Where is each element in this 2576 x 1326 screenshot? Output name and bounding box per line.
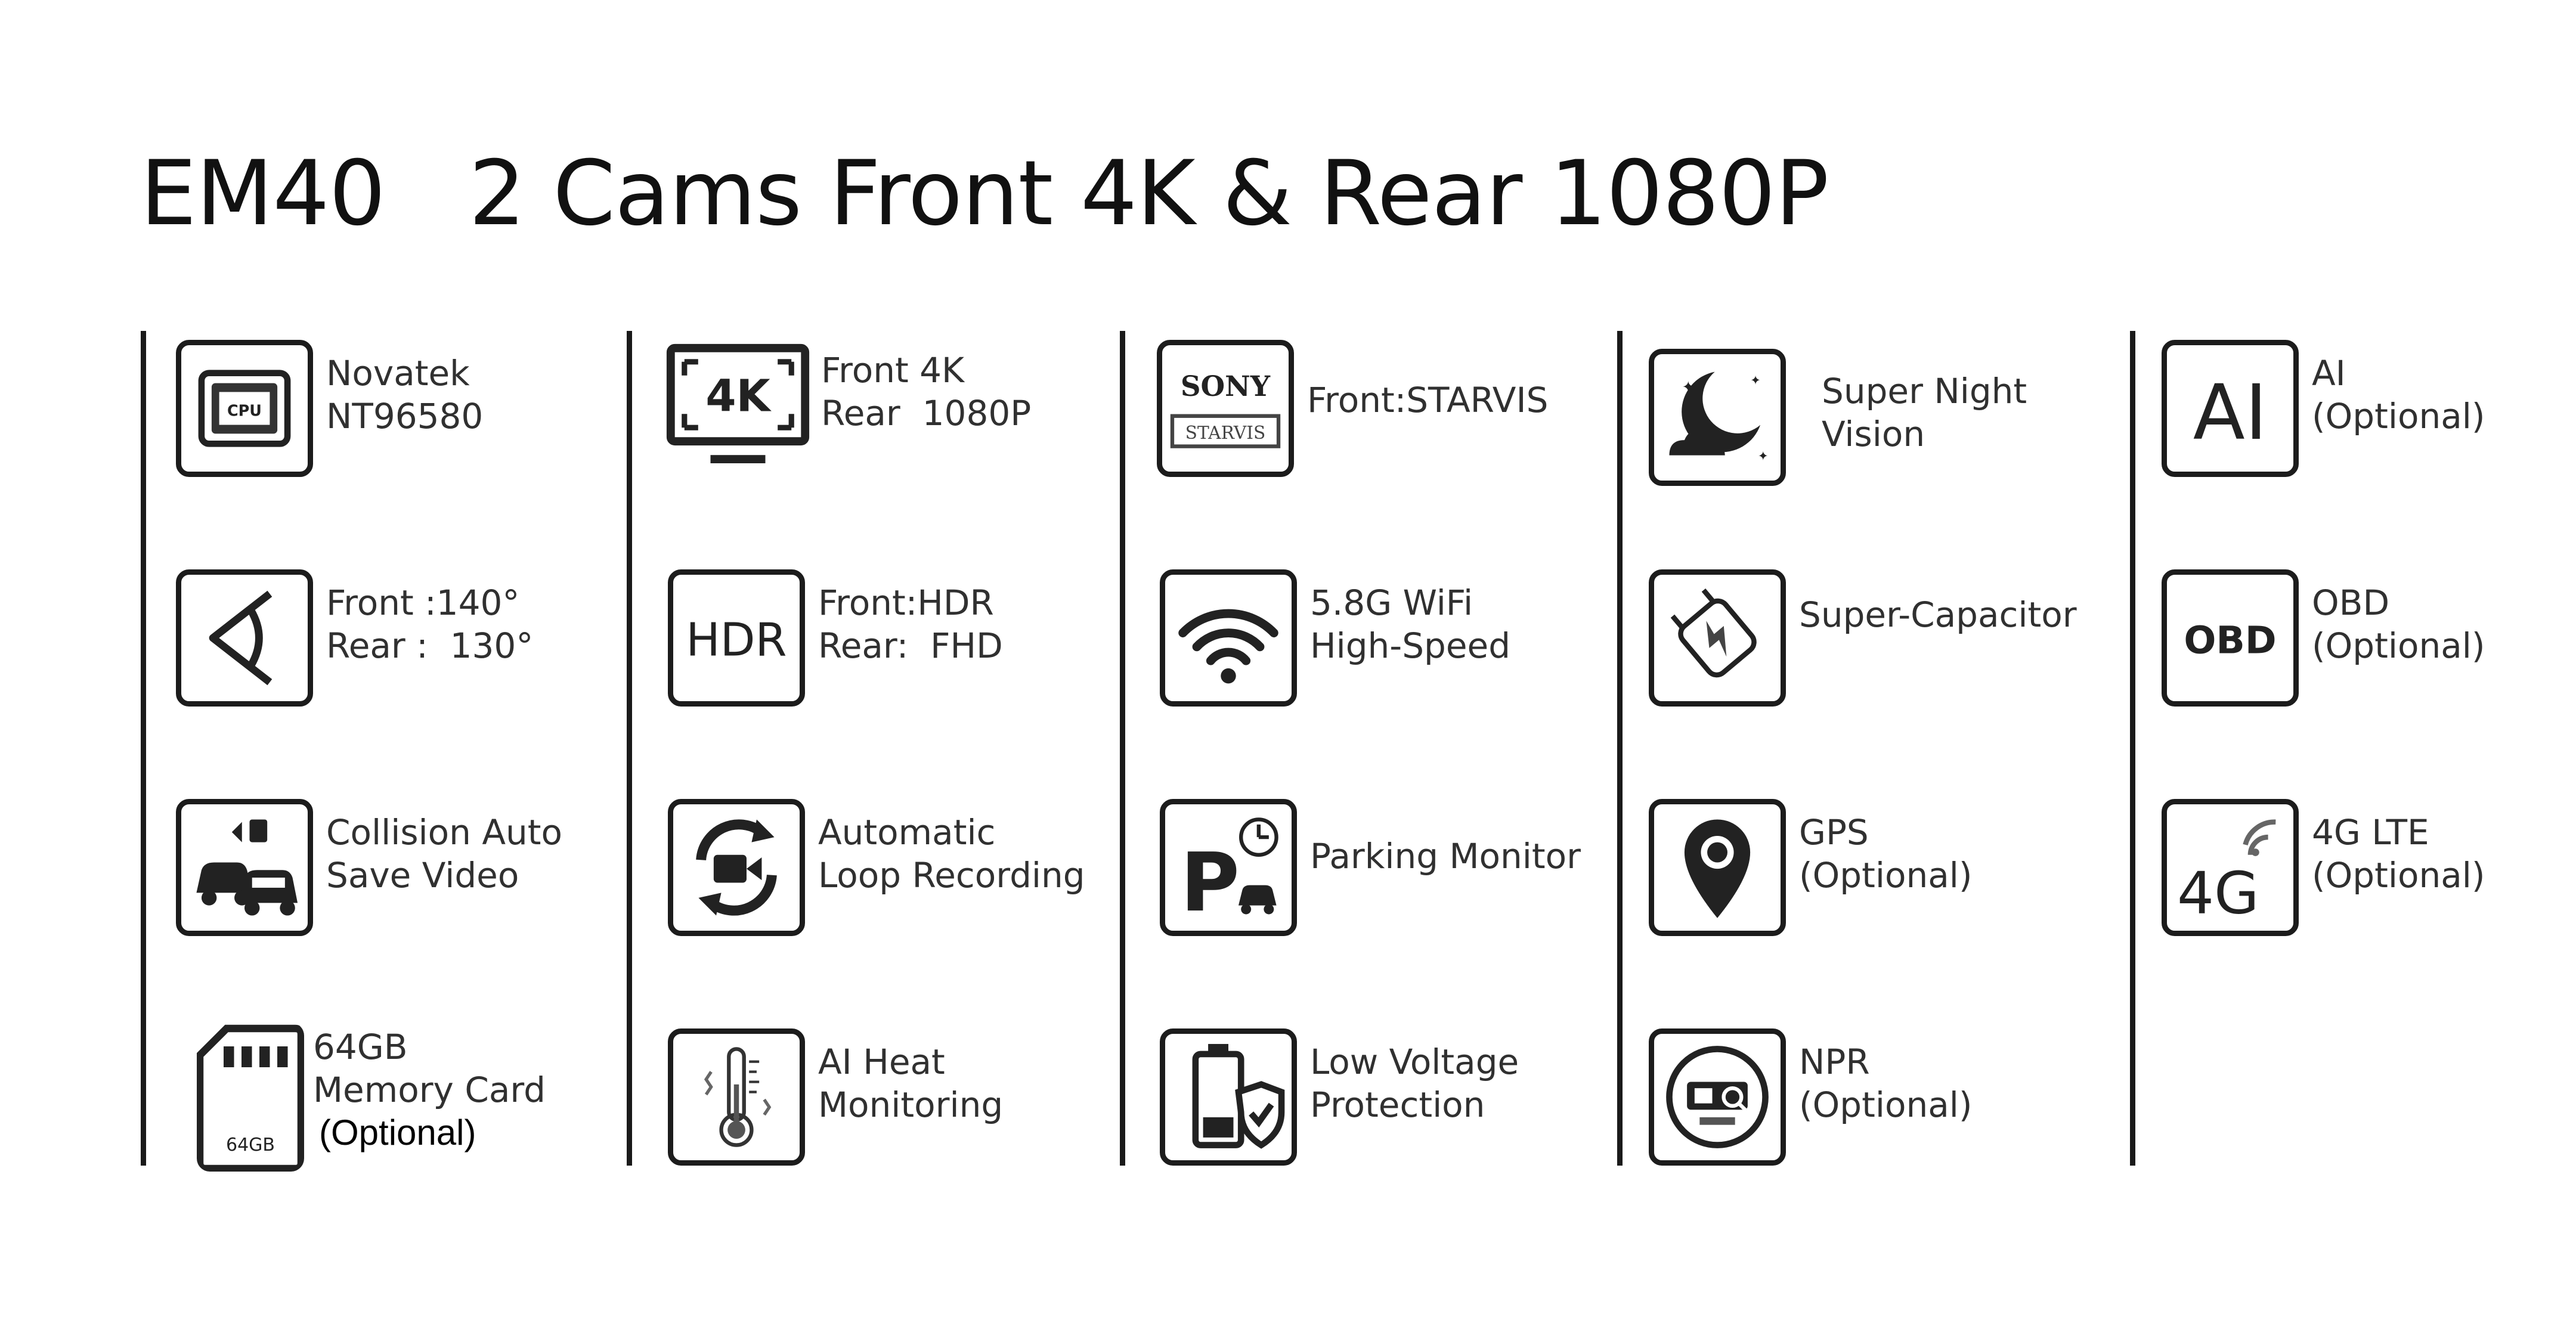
feature-text: Front 4K xyxy=(821,350,965,391)
sd-card-icon: 64GB xyxy=(197,1023,304,1172)
plate-recognition-icon xyxy=(1649,1028,1786,1166)
page-title: EM40 2 Cams Front 4K & Rear 1080P xyxy=(140,142,1829,246)
feature-text: Low Voltage xyxy=(1310,1042,1519,1082)
thermometer-icon xyxy=(668,1028,805,1166)
feature-text: High-Speed xyxy=(1310,625,1511,666)
viewing-angle-icon xyxy=(176,569,313,707)
feature-cpu: CPU Novatek NT96580 xyxy=(176,331,641,480)
feature-text: Protection xyxy=(1310,1085,1485,1125)
feature-text: AI xyxy=(2312,353,2346,394)
hdr-badge: HDR xyxy=(686,614,787,667)
feature-text: 4G LTE xyxy=(2312,812,2429,853)
column-divider xyxy=(627,331,632,1166)
cpu-chip-label: CPU xyxy=(227,402,262,420)
feature-memory-card: 64GB 64GB Memory Card (Optional) xyxy=(197,1014,662,1172)
feature-gps: GPS (Optional) xyxy=(1649,790,2114,939)
parking-letter: P xyxy=(1180,835,1239,930)
feature-text: (Optional) xyxy=(2312,396,2485,436)
column-divider xyxy=(1617,331,1623,1166)
feature-text: (Optional) xyxy=(1799,855,1973,896)
sony-brand-text: SONY xyxy=(1181,370,1271,402)
moon-night-icon: ✦ ✦ ✦ xyxy=(1649,349,1786,486)
feature-text: 5.8G WiFi xyxy=(1310,583,1473,623)
feature-text: Front :140° xyxy=(326,583,520,623)
feature-text: Novatek xyxy=(326,353,470,394)
loop-recording-icon xyxy=(668,799,805,936)
feature-text: AI Heat xyxy=(818,1042,945,1082)
feature-text: NT96580 xyxy=(326,396,484,436)
obd-badge: OBD xyxy=(2184,618,2276,662)
feature-hdr: HDR Front:HDR Rear: FHD xyxy=(668,560,1133,710)
feature-text: OBD xyxy=(2312,583,2390,623)
feature-text: Monitoring xyxy=(818,1085,1004,1125)
capacitor-icon xyxy=(1649,569,1786,707)
feature-wifi: 5.8G WiFi High-Speed xyxy=(1160,560,1625,710)
svg-text:✦: ✦ xyxy=(1750,373,1761,388)
feature-npr: NPR (Optional) xyxy=(1649,1020,2114,1169)
feature-text: (Optional) xyxy=(2312,855,2485,896)
feature-text: (Optional) xyxy=(1799,1085,1973,1125)
feature-text: Save Video xyxy=(326,855,519,896)
feature-text: Parking Monitor xyxy=(1310,836,1581,876)
4g-signal-icon: 4G xyxy=(2162,799,2299,936)
feature-collision: Collision Auto Save Video xyxy=(176,790,641,939)
feature-text: Rear : 130° xyxy=(326,625,534,666)
hdr-icon: HDR xyxy=(668,569,805,707)
feature-text: Loop Recording xyxy=(818,855,1085,896)
feature-text: (Optional) xyxy=(319,1113,476,1152)
feature-text: NPR xyxy=(1799,1042,1870,1082)
feature-parking-monitor: P Parking Monitor xyxy=(1160,790,1625,939)
feature-text: Vision xyxy=(1822,414,1925,454)
ai-icon: AI xyxy=(2162,340,2299,477)
feature-ai: AI AI (Optional) xyxy=(2162,331,2576,480)
feature-text: Collision Auto xyxy=(326,812,563,853)
feature-obd: OBD OBD (Optional) xyxy=(2162,560,2576,710)
sony-starvis-icon: SONY STARVIS xyxy=(1157,340,1294,477)
parking-monitor-icon: P xyxy=(1160,799,1297,936)
feature-low-voltage: Low Voltage Protection xyxy=(1160,1020,1625,1169)
feature-super-capacitor: Super-Capacitor xyxy=(1649,560,2114,710)
feature-text: Super Night xyxy=(1822,371,2027,411)
feature-text: Front:STARVIS xyxy=(1307,380,1549,420)
feature-4g-lte: 4G 4G LTE (Optional) xyxy=(2162,790,2576,939)
feature-text: Memory Card xyxy=(313,1070,546,1110)
column-divider xyxy=(2130,331,2135,1166)
obd-icon: OBD xyxy=(2162,569,2299,707)
feature-resolution: 4K Front 4K Rear 1080P xyxy=(665,331,1130,480)
feature-text: Super-Capacitor xyxy=(1799,594,2077,635)
column-divider xyxy=(141,331,146,1166)
wifi-icon xyxy=(1160,569,1297,707)
svg-text:✦: ✦ xyxy=(1758,448,1769,463)
4k-monitor-icon: 4K xyxy=(665,340,811,477)
4k-badge: 4K xyxy=(705,371,772,422)
feature-heat-monitoring: AI Heat Monitoring xyxy=(668,1020,1133,1169)
ai-badge: AI xyxy=(2193,368,2268,457)
svg-text:✦: ✦ xyxy=(1682,378,1695,396)
feature-text: Rear: FHD xyxy=(818,625,1003,666)
feature-text: 64GB xyxy=(313,1027,408,1067)
feature-text: GPS xyxy=(1799,812,1869,853)
location-pin-icon xyxy=(1649,799,1786,936)
feature-text: Automatic xyxy=(818,812,996,853)
car-collision-icon xyxy=(176,799,313,936)
battery-shield-icon xyxy=(1160,1028,1297,1166)
feature-image-sensor: SONY STARVIS Front:STARVIS xyxy=(1157,331,1622,480)
column-divider xyxy=(1120,331,1125,1166)
cpu-chip-icon: CPU xyxy=(176,340,313,477)
feature-text: Rear 1080P xyxy=(821,393,1032,433)
feature-night-vision: ✦ ✦ ✦ Super Night Vision xyxy=(1649,340,2114,489)
starvis-sub-text: STARVIS xyxy=(1185,422,1266,443)
feature-loop-recording: Automatic Loop Recording xyxy=(668,790,1133,939)
4g-badge: 4G xyxy=(2177,859,2259,927)
sd-card-label: 64GB xyxy=(226,1135,275,1155)
feature-text: Front:HDR xyxy=(818,583,994,623)
feature-text: (Optional) xyxy=(2312,625,2485,666)
feature-viewing-angle: Front :140° Rear : 130° xyxy=(176,560,641,710)
